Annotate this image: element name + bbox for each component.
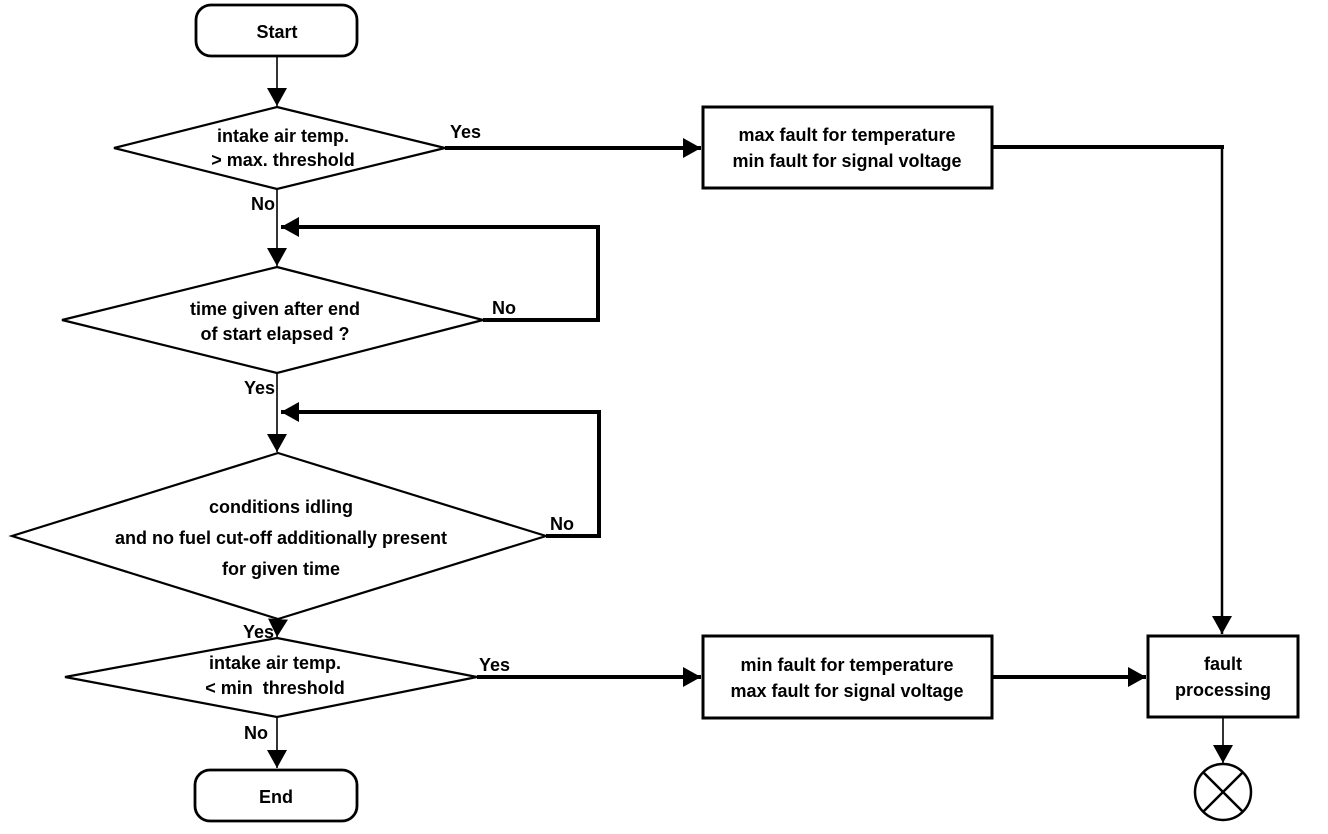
circle-x-diagonal-2: [1202, 771, 1244, 813]
decision-air-temp-min-line1: intake air temp.: [209, 653, 341, 673]
decision-air-temp-min-line2: < min threshold: [205, 678, 345, 698]
edge-idling-no-loop: [281, 402, 601, 538]
label-no-time-elapsed: No: [492, 298, 516, 318]
decision-air-temp-min-shape: [64, 636, 478, 719]
fault-processing-line2: processing: [1175, 680, 1271, 700]
decision-time-elapsed-line1: time given after end: [190, 299, 360, 319]
end-label: End: [259, 787, 293, 807]
decision-air-temp-max-line2: > max. threshold: [211, 150, 355, 170]
end-terminator-shape: [193, 768, 359, 823]
start-terminator-shape: [194, 3, 359, 58]
node-decision-air-temp-max: intake air temp. > max. threshold: [113, 105, 446, 191]
max-fault-process-shape: [701, 105, 994, 190]
node-decision-air-temp-min: intake air temp. < min threshold: [64, 636, 478, 719]
decision-air-temp-max-shape: [113, 105, 446, 191]
label-no-decision-min: No: [244, 723, 268, 743]
label-no-decision-max: No: [251, 194, 275, 214]
label-no-idling: No: [550, 514, 574, 534]
decision-idling-line1: conditions idling: [209, 497, 353, 517]
node-decision-idling: conditions idling and no fuel cut-off ad…: [8, 451, 550, 621]
decision-idling-line2: and no fuel cut-off additionally present: [115, 528, 447, 548]
min-fault-line2: max fault for signal voltage: [730, 681, 963, 701]
label-yes-time-elapsed: Yes: [244, 378, 275, 398]
node-min-fault: min fault for temperature max fault for …: [701, 634, 994, 720]
node-fault-processing: fault processing: [1146, 634, 1300, 719]
decision-air-temp-max-line1: intake air temp.: [217, 126, 349, 146]
max-fault-line1: max fault for temperature: [738, 125, 955, 145]
label-yes-decision-max: Yes: [450, 122, 481, 142]
label-yes-idling: Yes: [243, 622, 274, 642]
node-end: End: [193, 768, 359, 823]
edge-time-elapsed-no-loop: [281, 217, 600, 322]
node-decision-time-elapsed: time given after end of start elapsed ?: [61, 265, 484, 375]
min-fault-line1: min fault for temperature: [740, 655, 953, 675]
edge-idling-yes: [268, 618, 288, 638]
terminator-circle-x: [1193, 762, 1253, 822]
node-max-fault: max fault for temperature min fault for …: [701, 105, 994, 190]
node-start: Start: [194, 3, 359, 58]
min-fault-process-shape: [701, 634, 994, 720]
fault-processing-shape: [1146, 634, 1300, 719]
edges: [267, 56, 1233, 768]
start-label: Start: [256, 22, 297, 42]
fault-processing-line1: fault: [1204, 654, 1242, 674]
max-fault-line2: min fault for signal voltage: [732, 151, 961, 171]
decision-idling-line3: for given time: [222, 559, 340, 579]
decision-time-elapsed-line2: of start elapsed ?: [200, 324, 349, 344]
edge-labels: Yes No No Yes No Yes Yes No: [243, 122, 574, 743]
decision-time-elapsed-shape: [61, 265, 484, 375]
label-yes-decision-min: Yes: [479, 655, 510, 675]
decision-idling-shape: [8, 451, 550, 621]
